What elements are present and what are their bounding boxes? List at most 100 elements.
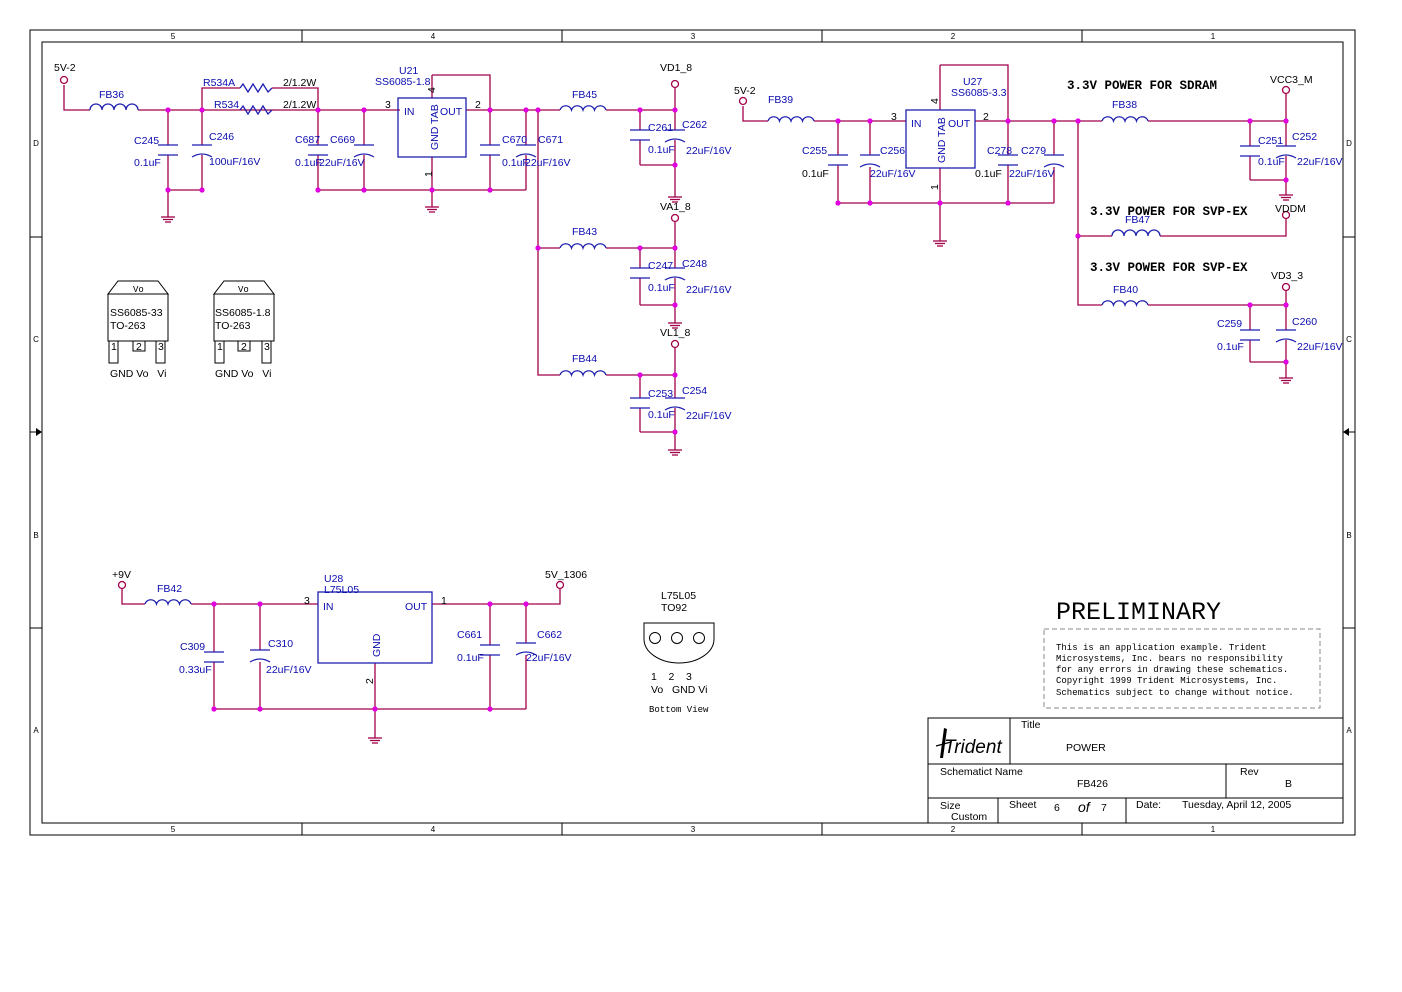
row-label-right: B: [1346, 531, 1351, 540]
c255-label: C255: [802, 145, 827, 157]
heading-svp-2: 3.3V POWER FOR SVP-EX: [1090, 261, 1248, 275]
sheet-of: of: [1078, 799, 1092, 815]
u21-in-label: IN: [404, 106, 415, 118]
row-label-left: D: [33, 139, 39, 148]
r534a-label: R534A: [203, 77, 235, 89]
labels-1v8: 5V-2 FB36 R534A 2/1.2W R534 2/1.2W C245 …: [54, 62, 732, 422]
rev-label: Rev: [1240, 766, 1259, 778]
u21-out-label: OUT: [440, 106, 463, 118]
date-label: Date:: [1136, 799, 1161, 811]
c259-value: 0.1uF: [1217, 341, 1244, 353]
pkg1-tab: Vo: [133, 285, 144, 295]
u21-ref: U21: [399, 65, 418, 77]
fb38-label: FB38: [1112, 99, 1137, 111]
c661-value: 0.1uF: [457, 652, 484, 664]
heading-svp-1: 3.3V POWER FOR SVP-EX: [1090, 205, 1248, 219]
c252-value: 22uF/16V: [1297, 156, 1343, 168]
frame-column-labels: 5 4 3 2 1 5 4 3 2 1 D C B A D C B A: [33, 32, 1352, 834]
fb43-label: FB43: [572, 226, 597, 238]
u27-pin1: 1: [929, 184, 941, 190]
c255-value: 0.1uF: [802, 168, 829, 180]
u28-pin1: 1: [441, 595, 447, 607]
c247-value: 0.1uF: [648, 282, 675, 294]
col-label-top: 2: [951, 32, 956, 41]
fb47-label: FB47: [1125, 214, 1150, 226]
c245-label: C245: [134, 135, 159, 147]
notice-line: This is an application example. Trident: [1056, 643, 1267, 653]
c671-value: 22uF/16V: [525, 157, 571, 169]
pkg2-pin2: 2: [241, 341, 247, 353]
circuit-1v8: [59, 74, 686, 456]
title-value: POWER: [1066, 742, 1106, 754]
c261-label: C261: [648, 122, 673, 134]
title-block: Trident Title POWER Schematict Name FB42…: [927, 717, 1344, 824]
c671-label: C671: [538, 134, 563, 146]
col-label-bottom: 4: [431, 825, 436, 834]
c262-label: C262: [682, 119, 707, 131]
pkg2-pin3: 3: [264, 341, 270, 353]
c248-value: 22uF/16V: [686, 284, 732, 296]
sheet-frame: [29, 29, 1356, 836]
net-label-5v-1306: 5V_1306: [545, 569, 587, 581]
r534-label: R534: [214, 99, 239, 111]
notice-line: Microsystems, Inc. bears no responsibili…: [1056, 654, 1283, 664]
labels-3v3: 5V-2 FB39 C255 0.1uF C256 22uF/16V U27 S…: [734, 74, 1343, 353]
c670-label: C670: [502, 134, 527, 146]
to92-pin-names: Vo GND Vi: [651, 684, 707, 696]
col-label-top: 4: [431, 32, 436, 41]
title-label: Title: [1021, 719, 1041, 731]
schematic-name-value: FB426: [1077, 778, 1108, 790]
u21-part: SS6085-1.8: [375, 76, 431, 88]
c256-label: C256: [880, 145, 905, 157]
sheet-number: 6: [1054, 802, 1060, 814]
c254-label: C254: [682, 385, 707, 397]
row-label-right: C: [1346, 335, 1352, 344]
c662-label: C662: [537, 629, 562, 641]
pkg1-pin2: 2: [136, 341, 142, 353]
notice-line: for any errors in drawing these schemati…: [1056, 665, 1288, 675]
fb40-label: FB40: [1113, 284, 1138, 296]
u28-pin2: 2: [364, 678, 376, 684]
u27-pin2: 2: [983, 111, 989, 123]
notice-line: Copyright 1999 Trident Microsystems, Inc…: [1056, 676, 1277, 686]
sheet-total: 7: [1101, 802, 1107, 814]
size-value: Custom: [951, 811, 987, 823]
pkg1-pkg: TO-263: [110, 320, 146, 332]
u21-pin2: 2: [475, 99, 481, 111]
to92-pins: 1 2 3: [651, 671, 692, 683]
u21-gnd-label: GND TAB: [429, 104, 441, 150]
row-label-right: A: [1346, 726, 1352, 735]
c279-label: C279: [1021, 145, 1046, 157]
u21-pin1: 1: [423, 171, 435, 177]
labels-5v: +9V FB42 C309 0.33uF C310 22uF/16V U28 L…: [112, 569, 587, 684]
net-label-5v-2-right: 5V-2: [734, 85, 756, 97]
package-ss6085-1v8: Vo SS6085-1.8 TO-263 1 2 3 GND Vo Vi: [212, 280, 276, 380]
pkg2-name: SS6085-1.8: [215, 307, 271, 319]
net-label-vddm: VDDM: [1275, 203, 1306, 215]
c669-label: C669: [330, 134, 355, 146]
col-label-bottom: 2: [951, 825, 956, 834]
net-label-5v-2: 5V-2: [54, 62, 76, 74]
u28-ref: U28: [324, 573, 343, 585]
c245-value: 0.1uF: [134, 157, 161, 169]
c246-value: 100uF/16V: [209, 156, 260, 168]
c662-value: 22uF/16V: [526, 652, 572, 664]
c259-label: C259: [1217, 318, 1242, 330]
u28-pin3: 3: [304, 595, 310, 607]
fb45-label: FB45: [572, 89, 597, 101]
fb44-label: FB44: [572, 353, 597, 365]
to92-view: Bottom View: [649, 705, 709, 715]
row-label-left: A: [33, 726, 39, 735]
c260-value: 22uF/16V: [1297, 341, 1343, 353]
c687-value: 0.1uF: [295, 157, 322, 169]
c309-label: C309: [180, 641, 205, 653]
col-label-bottom: 3: [691, 825, 696, 834]
to92-pkg: TO92: [661, 602, 687, 614]
sheet-label: Sheet: [1009, 799, 1037, 811]
pkg2-tab: Vo: [238, 285, 249, 295]
pkg1-name: SS6085-33: [110, 307, 163, 319]
pkg1-pin-names: GND Vo Vi: [110, 368, 166, 380]
u27-out-label: OUT: [948, 118, 971, 130]
col-label-bottom: 5: [171, 825, 176, 834]
